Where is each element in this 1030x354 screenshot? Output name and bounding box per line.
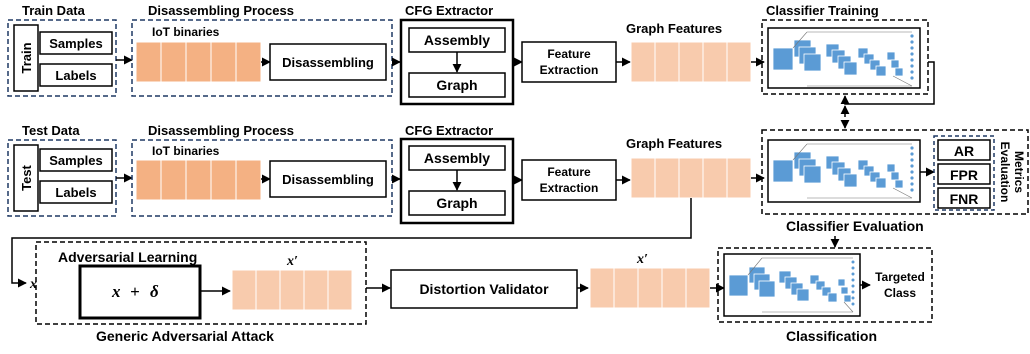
classifier-evaluation-group bbox=[761, 129, 1029, 215]
train-samples-box bbox=[39, 31, 113, 55]
assembly-label-top: Assembly bbox=[424, 32, 490, 48]
cnn-icon-classification bbox=[723, 253, 861, 317]
cfg-extractor-title-top: CFG Extractor bbox=[405, 3, 493, 18]
feature-extraction-box-mid bbox=[521, 159, 617, 201]
test-labels-box bbox=[39, 180, 113, 204]
perturbation-box bbox=[78, 264, 202, 320]
iot-binaries-label-mid: IoT binaries bbox=[152, 144, 220, 158]
disassembling-box-top bbox=[269, 43, 387, 81]
test-side-label: Test bbox=[19, 164, 34, 190]
feature-extraction-line1-mid: Feature bbox=[547, 165, 591, 179]
evaluation-metrics-line2: Metrics bbox=[1012, 151, 1026, 193]
perturbation-delta: δ bbox=[150, 282, 159, 301]
classifier-training-group bbox=[761, 19, 929, 95]
disassembling-label-mid: Disassembling bbox=[282, 172, 374, 187]
x-prime-cells-2 bbox=[589, 267, 711, 309]
graph-box-mid bbox=[408, 190, 506, 216]
test-side-box bbox=[13, 144, 39, 212]
iot-binaries-label-top: IoT binaries bbox=[152, 25, 220, 39]
targeted-class-line1: Targeted bbox=[875, 270, 925, 284]
test-data-title: Test Data bbox=[22, 123, 80, 138]
feature-extraction-line2-mid: Extraction bbox=[540, 181, 599, 195]
disassembling-label-top: Disassembling bbox=[282, 55, 374, 70]
graph-box-top bbox=[408, 72, 506, 98]
train-data-title: Train Data bbox=[22, 3, 86, 18]
perturbation-x: x bbox=[111, 282, 121, 301]
metric-fpr-box bbox=[937, 163, 991, 185]
metric-ar-box bbox=[937, 139, 991, 161]
x-prime-label-1: x′ bbox=[286, 254, 298, 269]
metric-fpr-label: FPR bbox=[950, 167, 978, 183]
x-prime-label-2: x′ bbox=[636, 252, 648, 267]
iot-binaries-cells-top bbox=[135, 41, 262, 83]
adversarial-learning-title: Adversarial Learning bbox=[58, 249, 197, 265]
graph-label-top: Graph bbox=[436, 77, 477, 93]
test-samples-label: Samples bbox=[49, 153, 102, 168]
iot-binaries-cells-mid bbox=[135, 159, 262, 201]
graph-features-cells-top bbox=[630, 41, 752, 83]
classification-title: Classification bbox=[786, 328, 877, 344]
train-samples-label: Samples bbox=[49, 36, 102, 51]
test-samples-box bbox=[39, 148, 113, 172]
train-data-group bbox=[7, 19, 117, 97]
perturbation-plus: + bbox=[130, 282, 140, 301]
graph-features-title-top: Graph Features bbox=[626, 21, 722, 36]
metrics-group bbox=[933, 135, 995, 211]
feature-extraction-box-top bbox=[521, 41, 617, 83]
cfg-extractor-title-mid: CFG Extractor bbox=[405, 123, 493, 138]
metric-fnr-label: FNR bbox=[950, 191, 979, 207]
disassembling-box-mid bbox=[269, 160, 387, 198]
test-labels-label: Labels bbox=[55, 185, 96, 200]
arrow-graphfeat-to-adversarial bbox=[11, 198, 692, 288]
train-labels-box bbox=[39, 63, 113, 87]
train-side-box bbox=[13, 24, 39, 92]
targeted-class-line2: Class bbox=[884, 286, 916, 300]
classification-group bbox=[717, 247, 933, 323]
feature-extraction-line2-top: Extraction bbox=[540, 63, 599, 77]
x-prime-cells-1 bbox=[231, 269, 353, 311]
graph-features-title-mid: Graph Features bbox=[626, 136, 722, 151]
classifier-evaluation-title: Classifier Evaluation bbox=[786, 218, 924, 234]
disasm-process-title-top: Disassembling Process bbox=[148, 3, 294, 18]
assembly-box-top bbox=[408, 27, 506, 53]
adversarial-attack-group bbox=[35, 241, 367, 325]
train-side-label: Train bbox=[19, 42, 34, 73]
feature-extraction-line1-top: Feature bbox=[547, 47, 591, 61]
disasm-process-title-mid: Disassembling Process bbox=[148, 123, 294, 138]
distortion-validator-box bbox=[390, 269, 578, 309]
assembly-label-mid: Assembly bbox=[424, 150, 490, 166]
metric-fnr-box bbox=[937, 187, 991, 209]
evaluation-metrics-line1: Evaluation bbox=[998, 142, 1012, 203]
graph-label-mid: Graph bbox=[436, 195, 477, 211]
generic-adversarial-attack-title: Generic Adversarial Attack bbox=[96, 328, 274, 344]
graph-features-cells-mid bbox=[630, 157, 752, 199]
classifier-training-title: Classifier Training bbox=[766, 3, 879, 18]
x-input-symbol: x bbox=[29, 277, 37, 292]
distortion-validator-label: Distortion Validator bbox=[419, 281, 549, 297]
metric-ar-label: AR bbox=[954, 143, 974, 159]
arrow-training-loop bbox=[840, 61, 935, 105]
cnn-icon-training bbox=[767, 27, 921, 89]
cnn-icon-evaluation bbox=[767, 139, 921, 203]
train-labels-label: Labels bbox=[55, 68, 96, 83]
